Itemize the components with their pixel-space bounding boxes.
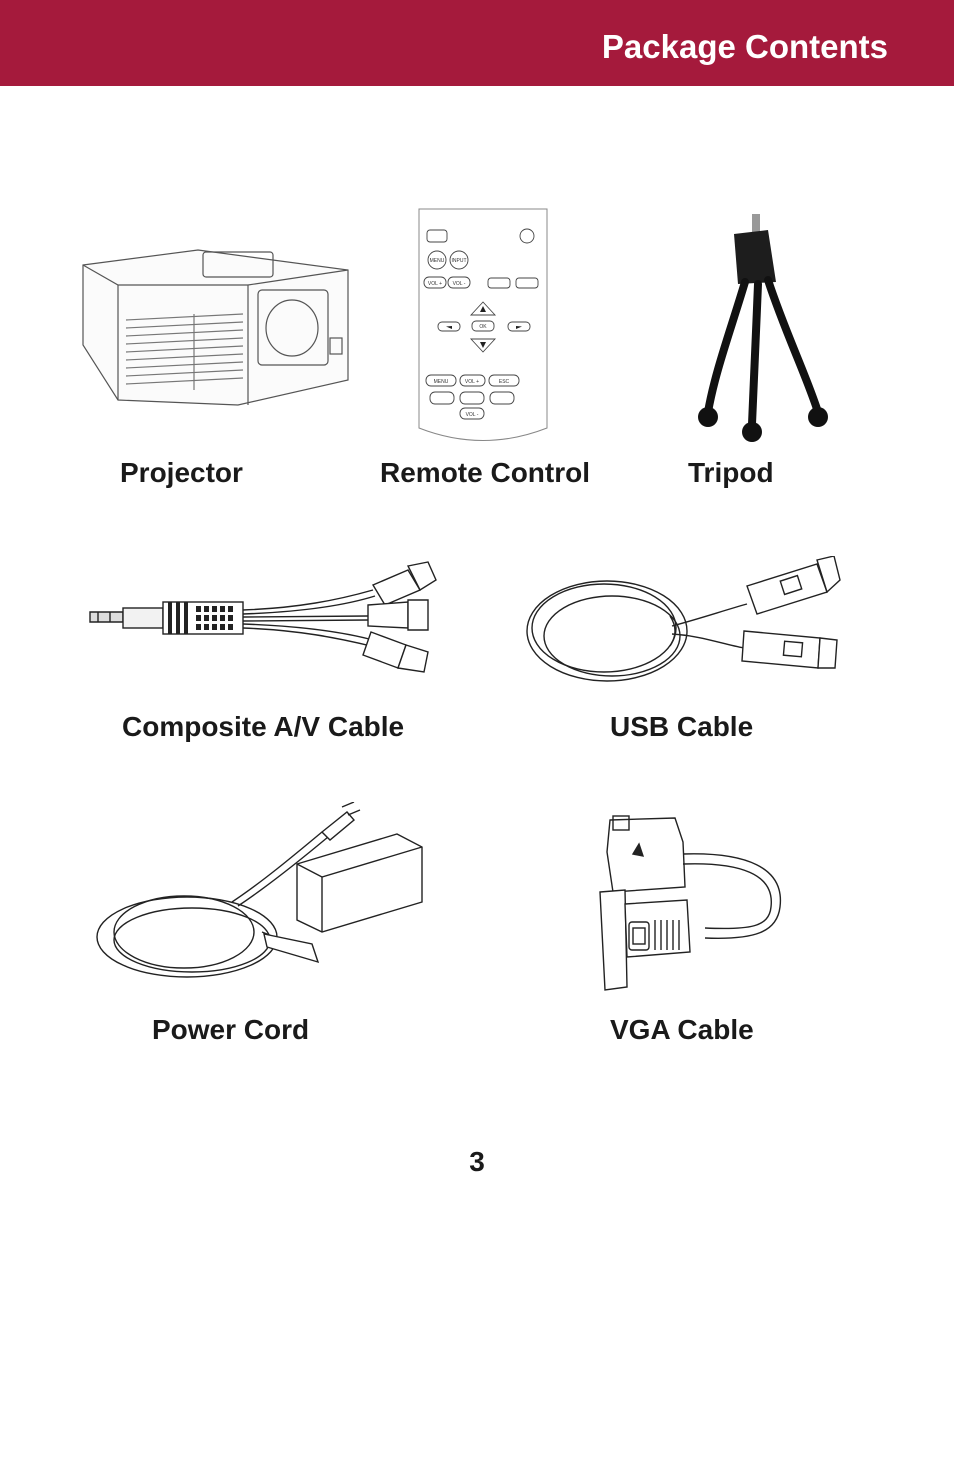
usb-cable-label: USB Cable <box>610 711 754 742</box>
composite-av-cable-image <box>89 561 437 673</box>
usb-cable-image <box>526 556 841 682</box>
remote-button-vol-up-2: VOL + <box>465 379 479 385</box>
remote-control-image: MENU INPUT VOL + VOL - OK MENU VOL + ESC… <box>418 208 548 441</box>
remote-control-label: Remote Control <box>380 457 590 488</box>
page-title: Package Contents <box>601 28 888 65</box>
remote-button-input: INPUT <box>452 258 467 264</box>
page-header: Package Contents <box>0 0 954 86</box>
remote-button-ok: OK <box>479 324 487 330</box>
tripod-image <box>698 214 828 442</box>
remote-button-menu-2: MENU <box>434 379 449 385</box>
power-cord-image <box>96 802 423 978</box>
projector-image <box>82 249 349 406</box>
remote-button-menu: MENU <box>430 258 445 264</box>
remote-button-vol-down-2: VOL - <box>466 412 479 418</box>
remote-button-vol-up: VOL + <box>428 281 442 287</box>
page-number: 3 <box>469 1146 485 1177</box>
remote-button-esc: ESC <box>499 379 510 385</box>
projector-label: Projector <box>120 457 243 488</box>
vga-cable-image <box>599 815 782 991</box>
remote-button-vol-down: VOL - <box>453 281 466 287</box>
composite-av-cable-label: Composite A/V Cable <box>122 711 405 742</box>
power-cord-label: Power Cord <box>152 1014 310 1045</box>
tripod-label: Tripod <box>688 457 774 488</box>
vga-cable-label: VGA Cable <box>610 1014 754 1045</box>
